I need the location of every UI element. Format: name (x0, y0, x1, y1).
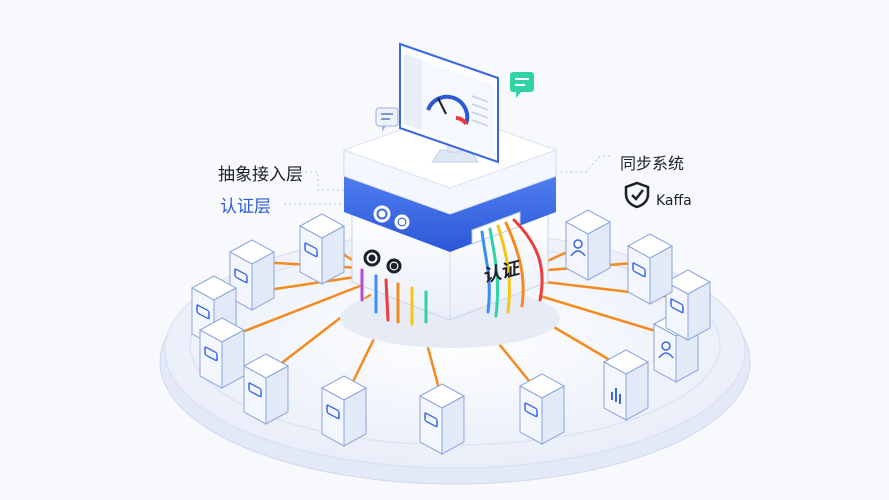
platform (159, 231, 751, 485)
server-box-icon (627, 233, 673, 305)
server-box-icon (653, 311, 699, 383)
server-box-icon (199, 317, 245, 389)
server-box-icon (603, 349, 649, 421)
chat-bubble-icon (510, 72, 534, 98)
server-box-icon (321, 375, 367, 447)
dashboard-monitor-icon (399, 42, 499, 164)
chat-bubble-icon (375, 107, 399, 132)
sync-system-label: 同步系统 (620, 154, 685, 173)
abstract-layer-label: 抽象接入层 (218, 165, 303, 185)
server-box-icon (419, 383, 465, 455)
server-boxes (191, 209, 711, 455)
gear-icon (363, 249, 402, 274)
auth-layer-label: 认证层 (220, 197, 271, 217)
server-box-icon (665, 269, 711, 341)
kaffa-label: Kaffa (656, 193, 692, 209)
server-box-icon (229, 239, 275, 311)
server-box-icon (191, 275, 237, 347)
server-box-icon (299, 213, 345, 285)
user-icon (570, 239, 586, 257)
server-box-icon (243, 353, 289, 425)
server-box-icon (519, 373, 565, 445)
gear-icon (373, 205, 410, 230)
central-stack (340, 42, 560, 348)
bar-chart-icon (611, 388, 621, 404)
user-icon (658, 341, 674, 359)
server-box-icon (565, 209, 611, 281)
shield-check-icon (624, 181, 650, 213)
